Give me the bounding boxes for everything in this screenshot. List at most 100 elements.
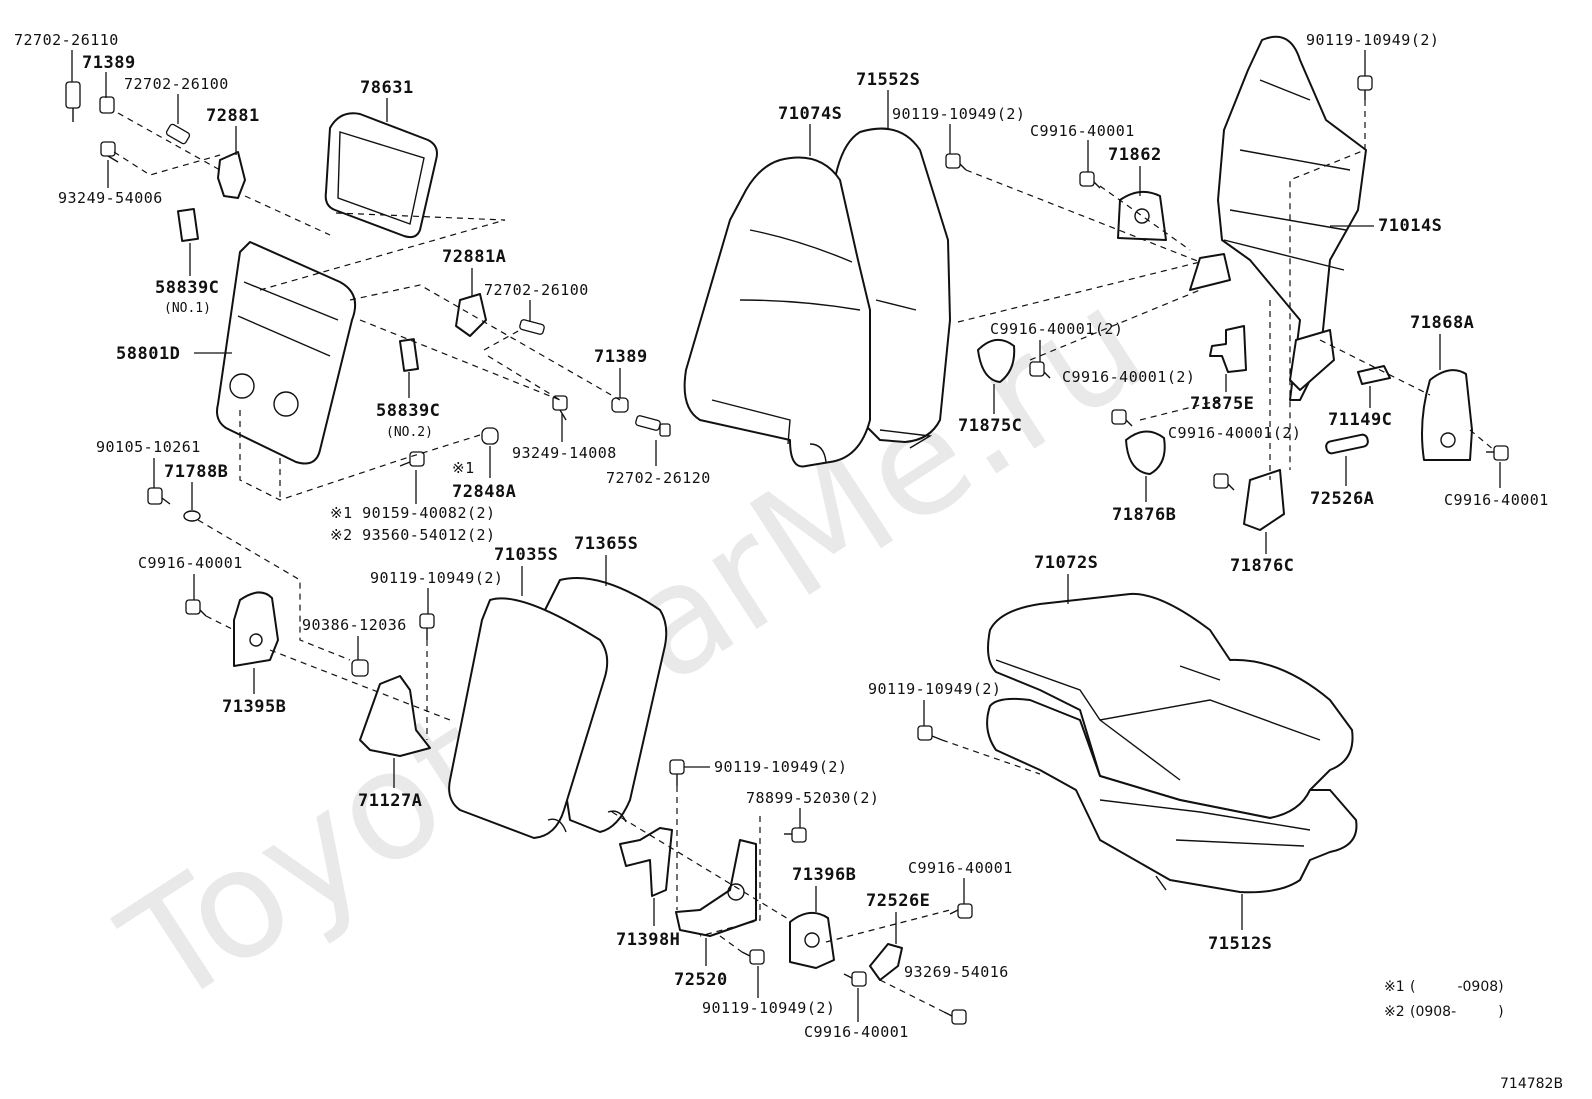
bolt-icon xyxy=(1486,445,1509,461)
label-90119-10949-bot2: 90119-10949(2) xyxy=(702,999,835,1017)
bolt-icon xyxy=(1111,409,1133,427)
latch-72881-part xyxy=(217,151,246,199)
bolt-icon xyxy=(741,949,765,965)
label-71395b: 71395B xyxy=(222,697,286,717)
seatback-frame-71014s-part xyxy=(1217,35,1367,401)
label-72702-26100-b: 72702-26100 xyxy=(484,281,589,299)
label-90119-10949-bot1: 90119-10949(2) xyxy=(714,758,847,776)
label-72526a: 72526A xyxy=(1310,489,1374,509)
nut-icon xyxy=(351,659,369,677)
label-58839c-no2-sub: (NO.2) xyxy=(386,425,433,440)
label-71788b: 71788B xyxy=(164,462,228,482)
headrest-frame-78631-part xyxy=(324,112,438,239)
latch-72881a-part xyxy=(455,293,487,337)
pad-72526a-part xyxy=(1325,433,1369,455)
label-c9916-40001-2b: C9916-40001(2) xyxy=(1062,368,1195,386)
bracket-71149c-part xyxy=(1357,365,1391,385)
bolt-icon xyxy=(1029,361,1051,379)
label-71072s: 71072S xyxy=(1034,553,1098,573)
cover-71396b-part xyxy=(789,911,835,969)
label-71389-a: 71389 xyxy=(82,53,136,73)
label-90119-10949-right: 90119-10949(2) xyxy=(1306,31,1439,49)
label-90119-10949-mid: 90119-10949(2) xyxy=(370,569,503,587)
label-71127a: 71127A xyxy=(358,791,422,811)
label-71035s: 71035S xyxy=(494,545,558,565)
diagram-id: 714782B xyxy=(1500,1076,1563,1092)
label-72520: 72520 xyxy=(674,970,728,990)
label-90119-10949-top: 90119-10949(2) xyxy=(892,105,1025,123)
bolt-icon xyxy=(943,1009,967,1025)
seat-cushion-group xyxy=(917,592,1358,894)
bracket-71127a-part xyxy=(359,675,431,757)
label-78631: 78631 xyxy=(360,78,414,98)
hinge-71398h-part xyxy=(619,827,673,897)
bolt-icon xyxy=(635,415,671,437)
label-90159-40082: ※1 90159-40082(2) xyxy=(330,504,496,522)
label-71862: 71862 xyxy=(1108,145,1162,165)
label-71868a: 71868A xyxy=(1410,313,1474,333)
label-c9916-40001-l: C9916-40001 xyxy=(138,554,243,572)
bolt-icon xyxy=(784,827,807,843)
bolt-icon xyxy=(519,319,545,335)
bracket-72526e-part xyxy=(869,943,903,981)
nut-icon xyxy=(99,96,115,114)
label-71389-b: 71389 xyxy=(594,347,648,367)
label-90386-12036: 90386-12036 xyxy=(302,616,407,634)
label-90105-10261: 90105-10261 xyxy=(96,438,201,456)
cover-58839c-no1-part xyxy=(176,208,200,242)
bolt-icon xyxy=(1079,171,1101,189)
bolt-icon xyxy=(945,153,967,171)
label-71875e: 71875E xyxy=(1190,394,1254,414)
bolt-icon xyxy=(917,725,943,741)
bolt-icon xyxy=(1357,75,1373,100)
bolt-icon xyxy=(165,123,191,145)
seatback-upper-left-group xyxy=(65,81,671,661)
bracket-71876c-part xyxy=(1243,469,1285,531)
label-58839c-no1-sub: (NO.1) xyxy=(164,301,211,316)
cover-58839c-no2-part xyxy=(398,338,420,372)
cover-71875c-part xyxy=(977,339,1016,383)
label-71876c: 71876C xyxy=(1230,556,1294,576)
seatback-frame-71014s-group xyxy=(945,35,1509,531)
label-58839c-no1: 58839C xyxy=(155,278,219,298)
label-c9916-40001-a: C9916-40001 xyxy=(1030,122,1135,140)
footnote-2-text: (0908- ) xyxy=(1410,1004,1504,1020)
label-93269-54016: 93269-54016 xyxy=(904,963,1009,981)
bolt-icon xyxy=(552,395,568,421)
bolt-icon xyxy=(185,599,207,617)
label-c9916-40001-r: C9916-40001 xyxy=(1444,491,1549,509)
cover-71876b-part xyxy=(1125,430,1166,475)
label-72848a: 72848A xyxy=(452,482,516,502)
nut-icon xyxy=(481,427,499,445)
bracket-71875e-part xyxy=(1209,325,1247,373)
label-c9916-40001-2a: C9916-40001(2) xyxy=(990,320,1123,338)
cover-71868a-part xyxy=(1421,369,1473,461)
label-c9916-40001-bb: C9916-40001 xyxy=(804,1023,909,1041)
label-71014s: 71014S xyxy=(1378,216,1442,236)
hinge-group xyxy=(611,759,973,1025)
label-71552s: 71552S xyxy=(856,70,920,90)
seatback-71074s-part xyxy=(683,156,871,468)
label-71876b: 71876B xyxy=(1112,505,1176,525)
hinge-72520-part xyxy=(675,839,757,937)
bolt-icon xyxy=(1213,473,1235,491)
seatback-58801d-part xyxy=(216,241,356,465)
label-71396b: 71396B xyxy=(792,865,856,885)
bolt-icon xyxy=(419,613,435,640)
label-93249-14008: 93249-14008 xyxy=(512,444,617,462)
label-58839c-no2: 58839C xyxy=(376,401,440,421)
seatback-71074s-group xyxy=(683,127,951,468)
nut-icon xyxy=(611,397,629,413)
cover-71395b-part xyxy=(233,591,279,667)
label-71074s: 71074S xyxy=(778,104,842,124)
label-c9916-40001-b: C9916-40001 xyxy=(908,859,1013,877)
label-71512s: 71512S xyxy=(1208,934,1272,954)
footnote-1-mark: ※1 xyxy=(1384,979,1405,995)
seat-cushion-71072s-part xyxy=(987,592,1354,819)
label-90119-10949-cush: 90119-10949(2) xyxy=(868,680,1001,698)
bolt-icon xyxy=(147,487,171,505)
seatback-71035s-part xyxy=(448,597,609,839)
label-71875c: 71875C xyxy=(958,416,1022,436)
label-72702-26120: 72702-26120 xyxy=(606,469,711,487)
label-72881: 72881 xyxy=(206,106,260,126)
